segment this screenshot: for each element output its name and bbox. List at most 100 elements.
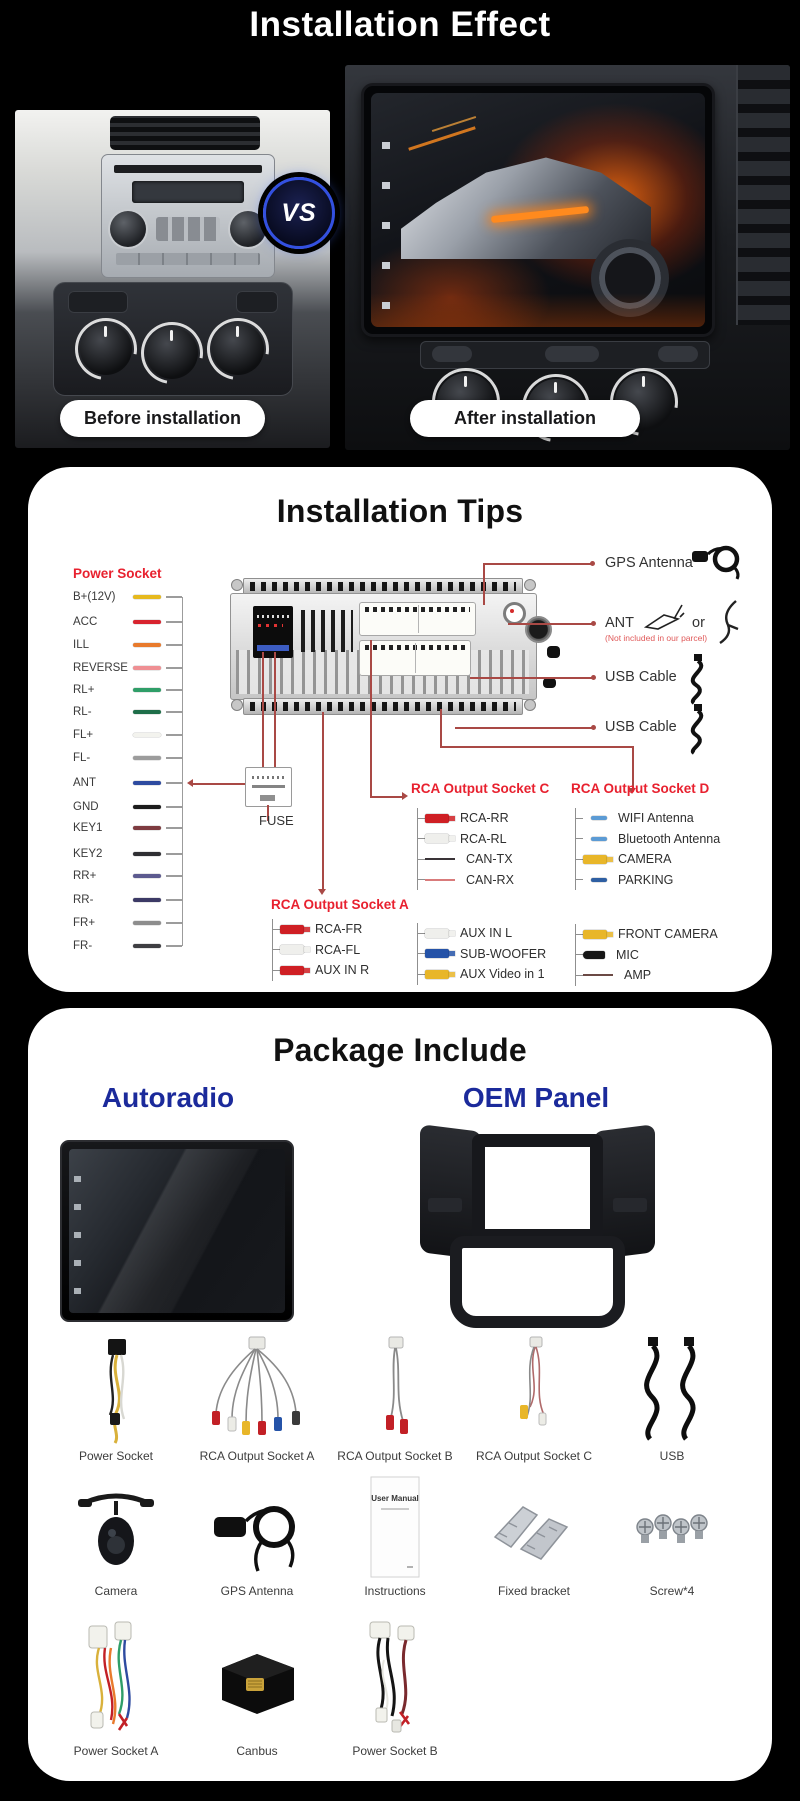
connector-label: AMP — [624, 968, 652, 983]
wire-row: ANT — [73, 775, 182, 791]
antenna-lead-icon — [591, 877, 607, 882]
wire-swatch — [133, 852, 161, 856]
rca-plug-icon — [583, 929, 613, 939]
line-dot — [590, 561, 595, 566]
installation-tips-card: Installation Tips Power Socket B+(12V) A… — [28, 467, 772, 992]
line-dot — [591, 725, 596, 730]
car-antenna-icon — [644, 604, 685, 630]
device-bottom-bar — [243, 698, 523, 715]
usb-cables-icon — [644, 1337, 696, 1441]
wire-tick — [166, 853, 182, 855]
socket-d-line-v1 — [440, 709, 442, 746]
usb-cable-label-1: USB Cable — [605, 669, 677, 685]
connector-label: AUX IN L — [460, 926, 513, 941]
climate-knob-1 — [80, 323, 132, 375]
antenna-lead-icon — [591, 816, 607, 821]
defrost-button — [658, 346, 698, 362]
wire-tick — [166, 667, 182, 669]
socket-a-rows: RCA-FR RCA-FL AUX IN R — [272, 919, 369, 981]
wire-swatch — [133, 826, 161, 830]
socket-c-title: RCA Output Socket C — [411, 781, 550, 796]
wire-label: FR+ — [73, 917, 96, 929]
usb-port-2 — [543, 678, 556, 688]
wire-row: FL- — [73, 750, 182, 766]
wire-plug-icon — [425, 858, 455, 861]
package-item-label: RCA Output Socket B — [337, 1449, 453, 1463]
secondary-connector-socket — [359, 640, 471, 676]
wire-row: B+(12V) — [73, 589, 182, 605]
fuse-arrow-line — [191, 783, 245, 785]
gps-line-v — [483, 563, 485, 605]
wire-tick — [166, 596, 182, 598]
package-include-card: Package Include Autoradio OEM Panel Powe… — [28, 1008, 772, 1781]
wire-swatch — [133, 688, 161, 692]
wire-tick — [166, 945, 182, 947]
connector-row: RCA-RL — [418, 829, 514, 850]
wire-row: FR+ — [73, 915, 182, 931]
arrowhead — [628, 788, 636, 798]
usb2-line — [455, 727, 594, 729]
package-item-label: RCA Output Socket C — [475, 1449, 593, 1463]
antenna-cable-icon — [719, 600, 739, 644]
or-label: or — [692, 615, 705, 631]
wire-label: KEY1 — [73, 822, 103, 834]
connector-row: AUX IN L — [418, 923, 546, 944]
wire-tick — [166, 621, 182, 623]
screw — [524, 699, 536, 711]
output-group-rows: FRONT CAMERA MIC AMP — [575, 924, 718, 986]
radio-knob-right — [230, 211, 266, 247]
gps-antenna-label: GPS Antenna — [605, 555, 693, 571]
wire-label: FR- — [73, 940, 93, 952]
rca-plug-icon — [280, 965, 310, 975]
power-socket-icon — [108, 1339, 126, 1444]
arrowhead — [183, 779, 193, 787]
wire-label: GND — [73, 801, 99, 813]
manual-title-text: User Manual — [371, 1494, 419, 1503]
wire-label: ANT — [73, 777, 96, 789]
connector-label: WIFI Antenna — [618, 811, 694, 826]
rca-plug-icon — [425, 949, 455, 959]
wire-row: KEY1 — [73, 820, 182, 836]
autoradio-image — [60, 1140, 294, 1322]
climate-panel-before — [53, 282, 293, 396]
package-item: Fixed bracket — [468, 1475, 600, 1598]
connector-label: AUX IN R — [315, 963, 370, 978]
screen-icon-strip — [74, 1164, 81, 1294]
socket-d-line-h — [440, 746, 633, 748]
connector-row: PARKING — [576, 870, 720, 891]
wire-tick — [166, 711, 182, 713]
connector-label: CAMERA — [618, 852, 672, 867]
package-item-label: Fixed bracket — [497, 1584, 571, 1598]
vs-badge: VS — [263, 177, 335, 249]
gps-antenna-icon — [692, 545, 740, 580]
package-item-label: Power Socket B — [352, 1744, 438, 1758]
wire-swatch — [133, 666, 161, 670]
usb-cable-icon — [690, 654, 704, 705]
wire-row: ACC — [73, 614, 182, 630]
wire-row: REVERSE — [73, 660, 182, 676]
line-dot — [591, 621, 596, 626]
package-title: Package Include — [273, 1032, 527, 1068]
package-item: RCA Output Socket A — [191, 1335, 323, 1463]
connector-row: CAN-TX — [418, 849, 514, 870]
package-item-label: Instructions — [364, 1584, 426, 1598]
connector-row: WIFI Antenna — [576, 808, 720, 829]
rca-plug-icon — [280, 924, 310, 934]
panel-lower-opening — [450, 1236, 625, 1328]
screen-sidebar-icons — [382, 119, 390, 309]
connector-label: RCA-FR — [315, 922, 363, 937]
wire-tick — [166, 827, 182, 829]
wire-row: GND — [73, 799, 182, 815]
connector-label: AUX Video in 1 — [460, 967, 545, 982]
socket-d-title: RCA Output Socket D — [571, 781, 710, 796]
autoradio-label: Autoradio — [101, 1082, 235, 1113]
ant-note: (Not included in our parcel) — [605, 633, 708, 643]
wire-row: ILL — [73, 637, 182, 653]
package-item: Screw*4 — [606, 1475, 738, 1598]
wire-plug-icon — [425, 878, 455, 881]
ant-line — [508, 623, 594, 625]
screw — [524, 579, 536, 591]
socket-a-line — [322, 712, 324, 890]
wire-label: ACC — [73, 616, 98, 628]
